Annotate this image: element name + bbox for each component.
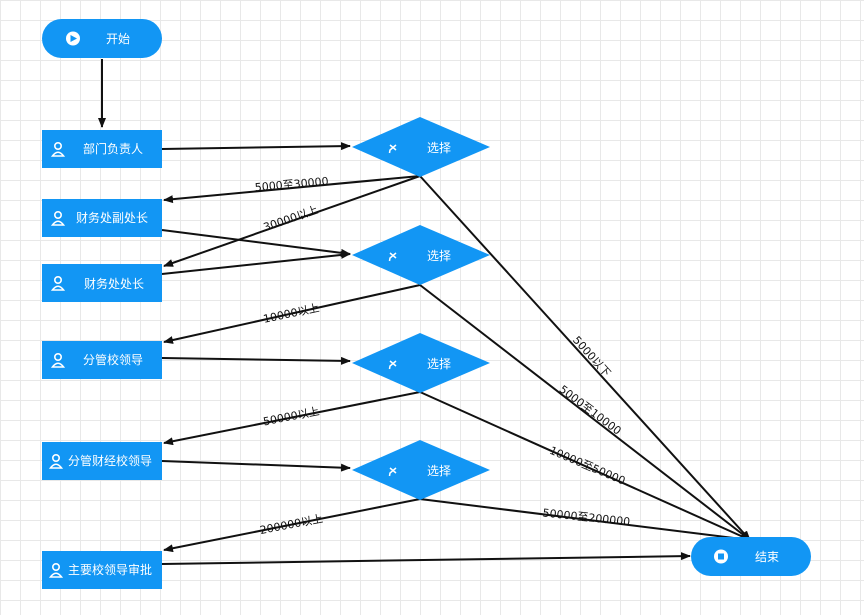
gateway-1[interactable]: 选择: [352, 117, 490, 177]
task-division-leader[interactable]: 分管校领导: [42, 341, 162, 379]
task-finance-leader-label: 分管财经校领导: [68, 453, 152, 468]
gateway-3[interactable]: 选择: [352, 333, 490, 393]
task-finance-deputy-label: 财务处副处长: [76, 210, 148, 225]
edge-label-g3-end: 10000至50000: [548, 444, 628, 488]
edge-label-g4-end: 50000至200000: [542, 506, 631, 528]
edge-g2-division[interactable]: [163, 284, 421, 344]
edge-head-g2[interactable]: [161, 250, 351, 275]
user-icon: [48, 453, 64, 469]
start-node-label: 开始: [106, 32, 130, 46]
play-icon: [66, 31, 80, 46]
gateway-4-label: 选择: [427, 464, 451, 478]
edge-g3-end[interactable]: [419, 391, 751, 541]
edge-label-g1-deputy: 5000至30000: [254, 175, 329, 194]
edge-g2-end[interactable]: [419, 284, 751, 541]
edge-finance-g4[interactable]: [161, 460, 351, 472]
start-node[interactable]: 开始: [42, 19, 162, 58]
edge-division-g3[interactable]: [161, 356, 351, 365]
stop-icon: [714, 549, 728, 564]
edge-label-g2-division: 10000以上: [262, 301, 320, 326]
gateway-4[interactable]: 选择: [352, 440, 490, 500]
edges: [98, 59, 751, 565]
gateway-1-label: 选择: [427, 141, 451, 155]
gateway-2-label: 选择: [427, 249, 451, 263]
edge-g3-finance[interactable]: [163, 391, 421, 446]
gateway-3-label: 选择: [427, 357, 451, 371]
task-finance-deputy[interactable]: 财务处副处长: [42, 199, 162, 237]
task-division-leader-label: 分管校领导: [83, 352, 143, 367]
task-main-leader-label: 主要校领导审批: [68, 562, 152, 577]
task-dept-head[interactable]: 部门负责人: [42, 130, 162, 168]
end-node-label: 结束: [755, 550, 779, 564]
edge-g4-main[interactable]: [163, 498, 421, 553]
edge-g4-end[interactable]: [419, 498, 751, 543]
edge-g1-deputy[interactable]: [163, 175, 421, 204]
gateway-icon: [388, 360, 397, 370]
edge-label-g2-end: 5000至10000: [557, 383, 624, 438]
edge-main-end[interactable]: [161, 552, 691, 565]
edge-deputy-g2[interactable]: [161, 229, 351, 257]
edge-g1-end[interactable]: [419, 175, 751, 541]
task-dept-head-label: 部门负责人: [83, 141, 143, 156]
user-icon: [50, 352, 66, 368]
edge-g1-head[interactable]: [163, 175, 421, 267]
task-finance-head[interactable]: 财务处处长: [42, 264, 162, 302]
task-finance-leader[interactable]: 分管财经校领导: [42, 442, 162, 480]
user-icon: [50, 275, 66, 291]
gateway-icon: [388, 252, 397, 262]
user-icon: [48, 562, 64, 578]
edge-dept-g1[interactable]: [161, 142, 351, 151]
edge-label-g4-main: 200000以上: [259, 512, 324, 537]
user-icon: [50, 142, 66, 157]
end-node[interactable]: 结束: [691, 537, 811, 576]
edge-label-g1-head: 30000以上: [262, 203, 320, 234]
gateway-2[interactable]: 选择: [352, 225, 490, 285]
edge-label-g1-end: 5000以下: [570, 334, 613, 380]
gateway-icon: [388, 144, 397, 154]
user-icon: [50, 211, 66, 226]
edge-label-g3-finance: 50000以上: [262, 405, 320, 429]
task-finance-head-label: 财务处处长: [84, 276, 144, 291]
task-main-leader[interactable]: 主要校领导审批: [42, 551, 162, 589]
gateway-icon: [388, 467, 397, 477]
